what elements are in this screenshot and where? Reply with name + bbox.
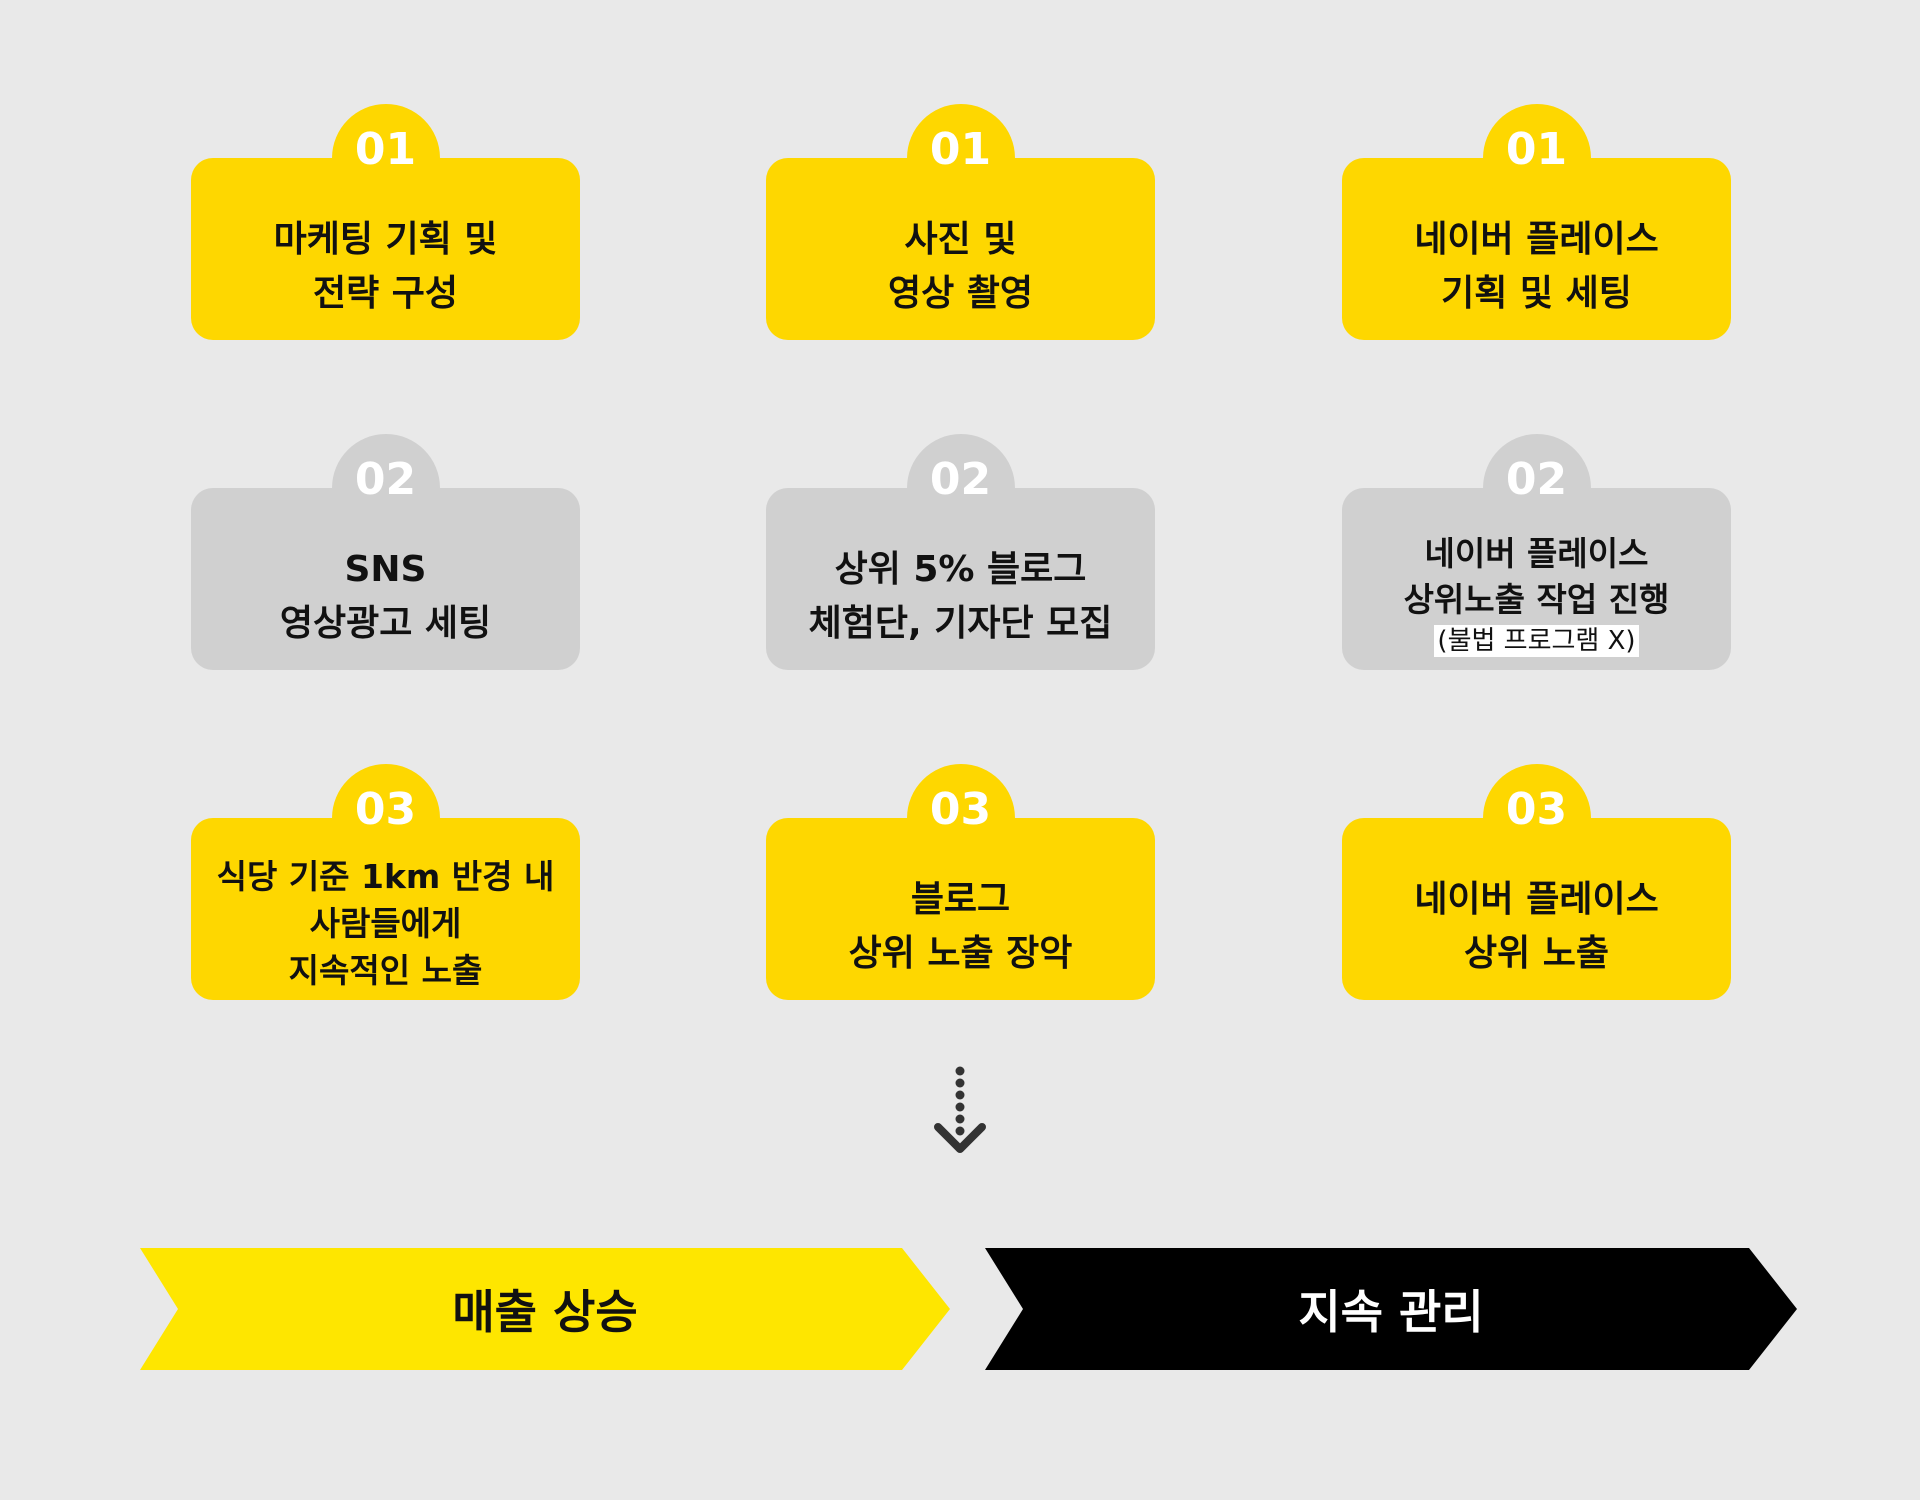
step-badge: 03 [906, 764, 1015, 872]
step-card-line: 사람들에게 [309, 903, 462, 943]
step-card-place-ranking: 02 네이버 플레이스 상위노출 작업 진행 (불법 프로그램 X) [1342, 434, 1731, 670]
step-card-text: 네이버 플레이스 상위 노출 [1342, 864, 1731, 990]
step-card-line: 네이버 플레이스 [1414, 219, 1659, 260]
dotted-down-arrow-icon [930, 1065, 990, 1165]
step-card-place-setup: 01 네이버 플레이스 기획 및 세팅 [1342, 104, 1731, 340]
step-card-line: 네이버 플레이스 [1424, 534, 1649, 573]
step-card-line: 상위노출 작업 진행 [1403, 580, 1670, 619]
step-card-line: 마케팅 기획 및 [273, 219, 498, 260]
step-card-line: SNS [344, 549, 427, 590]
step-card-line: 상위 5% 블로그 [834, 549, 1087, 590]
step-card-line: 전략 구성 [312, 273, 458, 314]
step-card-place-top: 03 네이버 플레이스 상위 노출 [1342, 764, 1731, 1000]
step-card-text: 블로그 상위 노출 장악 [766, 864, 1155, 990]
step-card-blog-recruit: 02 상위 5% 블로그 체험단, 기자단 모집 [766, 434, 1155, 670]
banner-sales-up: 매출 상승 [140, 1248, 950, 1370]
step-card-marketing-plan: 01 마케팅 기획 및 전략 구성 [191, 104, 580, 340]
step-card-line: 상위 노출 [1463, 933, 1609, 974]
step-card-line: 영상광고 세팅 [279, 603, 492, 644]
step-card-text: 마케팅 기획 및 전략 구성 [191, 204, 580, 330]
step-card-line: 블로그 [910, 879, 1011, 920]
step-card-text: 네이버 플레이스 기획 및 세팅 [1342, 204, 1731, 330]
step-card-local-exposure: 03 식당 기준 1km 반경 내 사람들에게 지속적인 노출 [191, 764, 580, 1000]
step-badge: 02 [331, 434, 440, 542]
step-card-line: 식당 기준 1km 반경 내 [216, 856, 555, 896]
step-badge: 02 [1482, 434, 1591, 542]
step-badge: 02 [906, 434, 1015, 542]
banner-chevron-shape [140, 1248, 950, 1370]
step-card-line: 체험단, 기자단 모집 [808, 603, 1113, 644]
step-card-text: 상위 5% 블로그 체험단, 기자단 모집 [766, 534, 1155, 660]
step-badge: 01 [1482, 104, 1591, 212]
step-card-line: 사진 및 [904, 219, 1017, 260]
step-card-sns-ads: 02 SNS 영상광고 세팅 [191, 434, 580, 670]
banner-label: 지속 관리 [1298, 1285, 1484, 1339]
banner-label: 매출 상승 [452, 1285, 638, 1339]
step-card-line: 기획 및 세팅 [1441, 273, 1632, 314]
step-card-text: 식당 기준 1km 반경 내 사람들에게 지속적인 노출 [191, 852, 580, 994]
step-badge: 01 [331, 104, 440, 212]
step-card-note: (불법 프로그램 X) [1434, 625, 1639, 657]
step-card-text: SNS 영상광고 세팅 [191, 534, 580, 660]
step-badge: 03 [1482, 764, 1591, 872]
step-card-line: 영상 촬영 [887, 273, 1033, 314]
step-badge: 01 [906, 104, 1015, 212]
step-card-photo-video: 01 사진 및 영상 촬영 [766, 104, 1155, 340]
step-badge: 03 [331, 764, 440, 872]
step-card-line: 지속적인 노출 [288, 950, 483, 990]
banner-ongoing-management: 지속 관리 [985, 1248, 1797, 1370]
step-card-line: 상위 노출 장악 [848, 933, 1073, 974]
step-card-line: 네이버 플레이스 [1414, 879, 1659, 920]
banner-chevron-shape [985, 1248, 1797, 1370]
step-card-blog-top: 03 블로그 상위 노출 장악 [766, 764, 1155, 1000]
step-card-text: 네이버 플레이스 상위노출 작업 진행 (불법 프로그램 X) [1342, 528, 1731, 660]
step-card-text: 사진 및 영상 촬영 [766, 204, 1155, 330]
